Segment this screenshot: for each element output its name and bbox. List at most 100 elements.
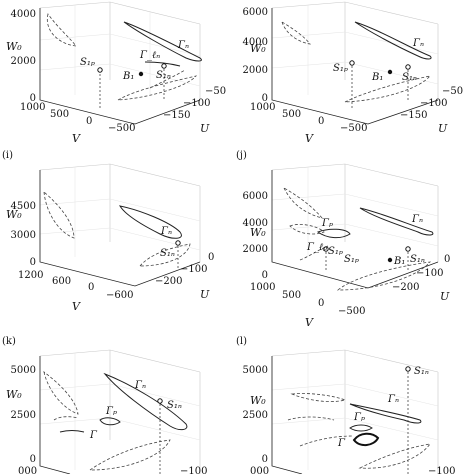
box-edges xyxy=(39,349,201,474)
label-s1n: S₁ₙ xyxy=(402,72,417,83)
axes xyxy=(271,8,439,125)
label-gamma: Γ xyxy=(337,438,346,449)
label-s1n: S₁ₙ xyxy=(410,254,425,265)
panel-i: (i) 4500 3000 0 W₀ 1200 600 0 −600 V 0 −… xyxy=(2,150,214,313)
v-tick: 000 xyxy=(18,466,37,474)
point-b1 xyxy=(387,257,393,263)
point-s1n xyxy=(405,246,411,252)
w-tick: 4500 xyxy=(11,201,36,212)
u-tick: −100 xyxy=(416,268,443,279)
panel-top-right: 6000 4000 2000 0 W₀ 1000 500 0 −500 V −5… xyxy=(243,1,463,145)
axis-label-u: U xyxy=(200,122,210,135)
w-tick: 0 xyxy=(262,454,268,465)
label-b1: B₁ xyxy=(371,72,383,83)
label-s1p: S₁ₚ xyxy=(80,57,95,68)
box-edges xyxy=(39,1,201,100)
dashed-projection-floor xyxy=(344,75,432,103)
label-s1n: S₁ₙ xyxy=(414,366,429,377)
gamma-n-curve xyxy=(118,205,182,239)
label-gamma-ln: Γ_ℓₙ xyxy=(139,50,160,61)
w-tick: 2500 xyxy=(243,410,268,421)
axis-label-w: W₀ xyxy=(6,40,22,53)
dashed-projection xyxy=(290,393,347,402)
axis-label-w: W₀ xyxy=(6,388,22,401)
point-s1n xyxy=(157,398,163,404)
w-tick: 4000 xyxy=(11,9,36,20)
label-gamma-n: Γₙ xyxy=(411,214,423,225)
dashed-projection xyxy=(281,21,311,45)
u-tick: −50 xyxy=(205,86,226,97)
label-gamma-p: Γₚ xyxy=(321,218,333,229)
axis-label-u: U xyxy=(440,290,450,303)
w-tick: 2000 xyxy=(243,244,268,255)
v-tick: 500 xyxy=(50,109,69,120)
v-tick: 1000 xyxy=(250,102,275,113)
dashed-projection-floor-2 xyxy=(299,245,329,261)
u-tick: 0 xyxy=(444,254,450,265)
dashed-projection xyxy=(43,371,79,415)
point-s1p xyxy=(97,67,103,73)
v-tick: 1000 xyxy=(20,102,45,113)
panel-l: (l) 5000 2500 0 W₀ 000 −100 Γₙ Γₚ Γ S₁ₙ xyxy=(236,336,455,474)
panel-letter: (l) xyxy=(236,336,247,347)
v-tick: −500 xyxy=(338,306,365,317)
u-tick: 0 xyxy=(208,252,214,263)
w-tick: 2000 xyxy=(243,65,268,76)
label-s1p: S₁ₚ xyxy=(333,63,348,74)
panel-top-left: 4000 2000 0 W₀ 1000 500 0 −500 V −50 −10… xyxy=(6,1,226,145)
v-tick: 0 xyxy=(318,116,324,127)
gamma-n-curve xyxy=(103,372,188,431)
v-tick: 1200 xyxy=(18,270,43,281)
axes xyxy=(39,170,201,287)
w-tick: 5000 xyxy=(243,365,268,376)
panel-k: (k) 5000 2500 0 W₀ 000 −100 Γₙ Γₚ Γ S₁ₙ xyxy=(2,336,207,474)
v-tick: 1000 xyxy=(250,282,275,293)
axes xyxy=(271,356,303,474)
u-tick: −200 xyxy=(155,276,182,287)
grid-lines xyxy=(39,353,201,470)
gamma-n-curve xyxy=(123,21,202,62)
dashed-projection-floor xyxy=(139,243,191,267)
w-tick: 0 xyxy=(30,257,36,268)
v-tick: 600 xyxy=(52,276,71,287)
axis-label-v: V xyxy=(305,132,314,145)
gamma-ln-curve xyxy=(144,61,181,67)
v-tick: 0 xyxy=(318,298,324,309)
panel-letter: (j) xyxy=(236,150,247,161)
u-tick: −100 xyxy=(183,98,210,109)
box-edges xyxy=(271,163,439,262)
u-tick: −150 xyxy=(400,110,427,121)
label-gamma-p: Γₚ xyxy=(105,406,117,417)
u-tick: −200 xyxy=(392,282,419,293)
axis-label-w: W₀ xyxy=(250,42,266,55)
gamma-curve xyxy=(59,430,85,433)
w-tick: 6000 xyxy=(243,191,268,202)
axes xyxy=(39,356,71,474)
v-tick: 0 xyxy=(88,282,94,293)
v-tick: 500 xyxy=(282,290,301,301)
u-tick: −50 xyxy=(442,86,463,97)
axis-label-w: W₀ xyxy=(250,226,266,239)
label-s1n: S₁ₙ xyxy=(156,70,171,81)
gamma-p-curve xyxy=(316,228,351,239)
label-gamma-p: Γₚ xyxy=(353,412,365,423)
axis-label-v: V xyxy=(72,132,81,145)
u-tick: −100 xyxy=(180,466,207,474)
dashed-projection-floor-2 xyxy=(358,443,431,469)
v-tick: −600 xyxy=(106,290,133,301)
w-tick: 6000 xyxy=(243,7,268,18)
label-s1n: S₁ₙ xyxy=(167,400,182,411)
gamma-p-curve xyxy=(99,417,121,426)
dashed-projection xyxy=(46,13,77,47)
point-s1n xyxy=(405,64,411,70)
u-tick: −100 xyxy=(428,466,455,474)
grid-lines xyxy=(271,5,439,95)
dashed-projection xyxy=(283,186,324,219)
gamma-p-curve xyxy=(349,424,373,432)
label-gamma-n: Γₙ xyxy=(160,226,172,237)
w-tick: 2000 xyxy=(11,56,36,67)
panel-letter: (k) xyxy=(2,336,16,347)
v-tick: −500 xyxy=(340,123,367,134)
label-gamma-n: Γₙ xyxy=(387,394,399,405)
label-gamma-n: Γₙ xyxy=(134,380,146,391)
